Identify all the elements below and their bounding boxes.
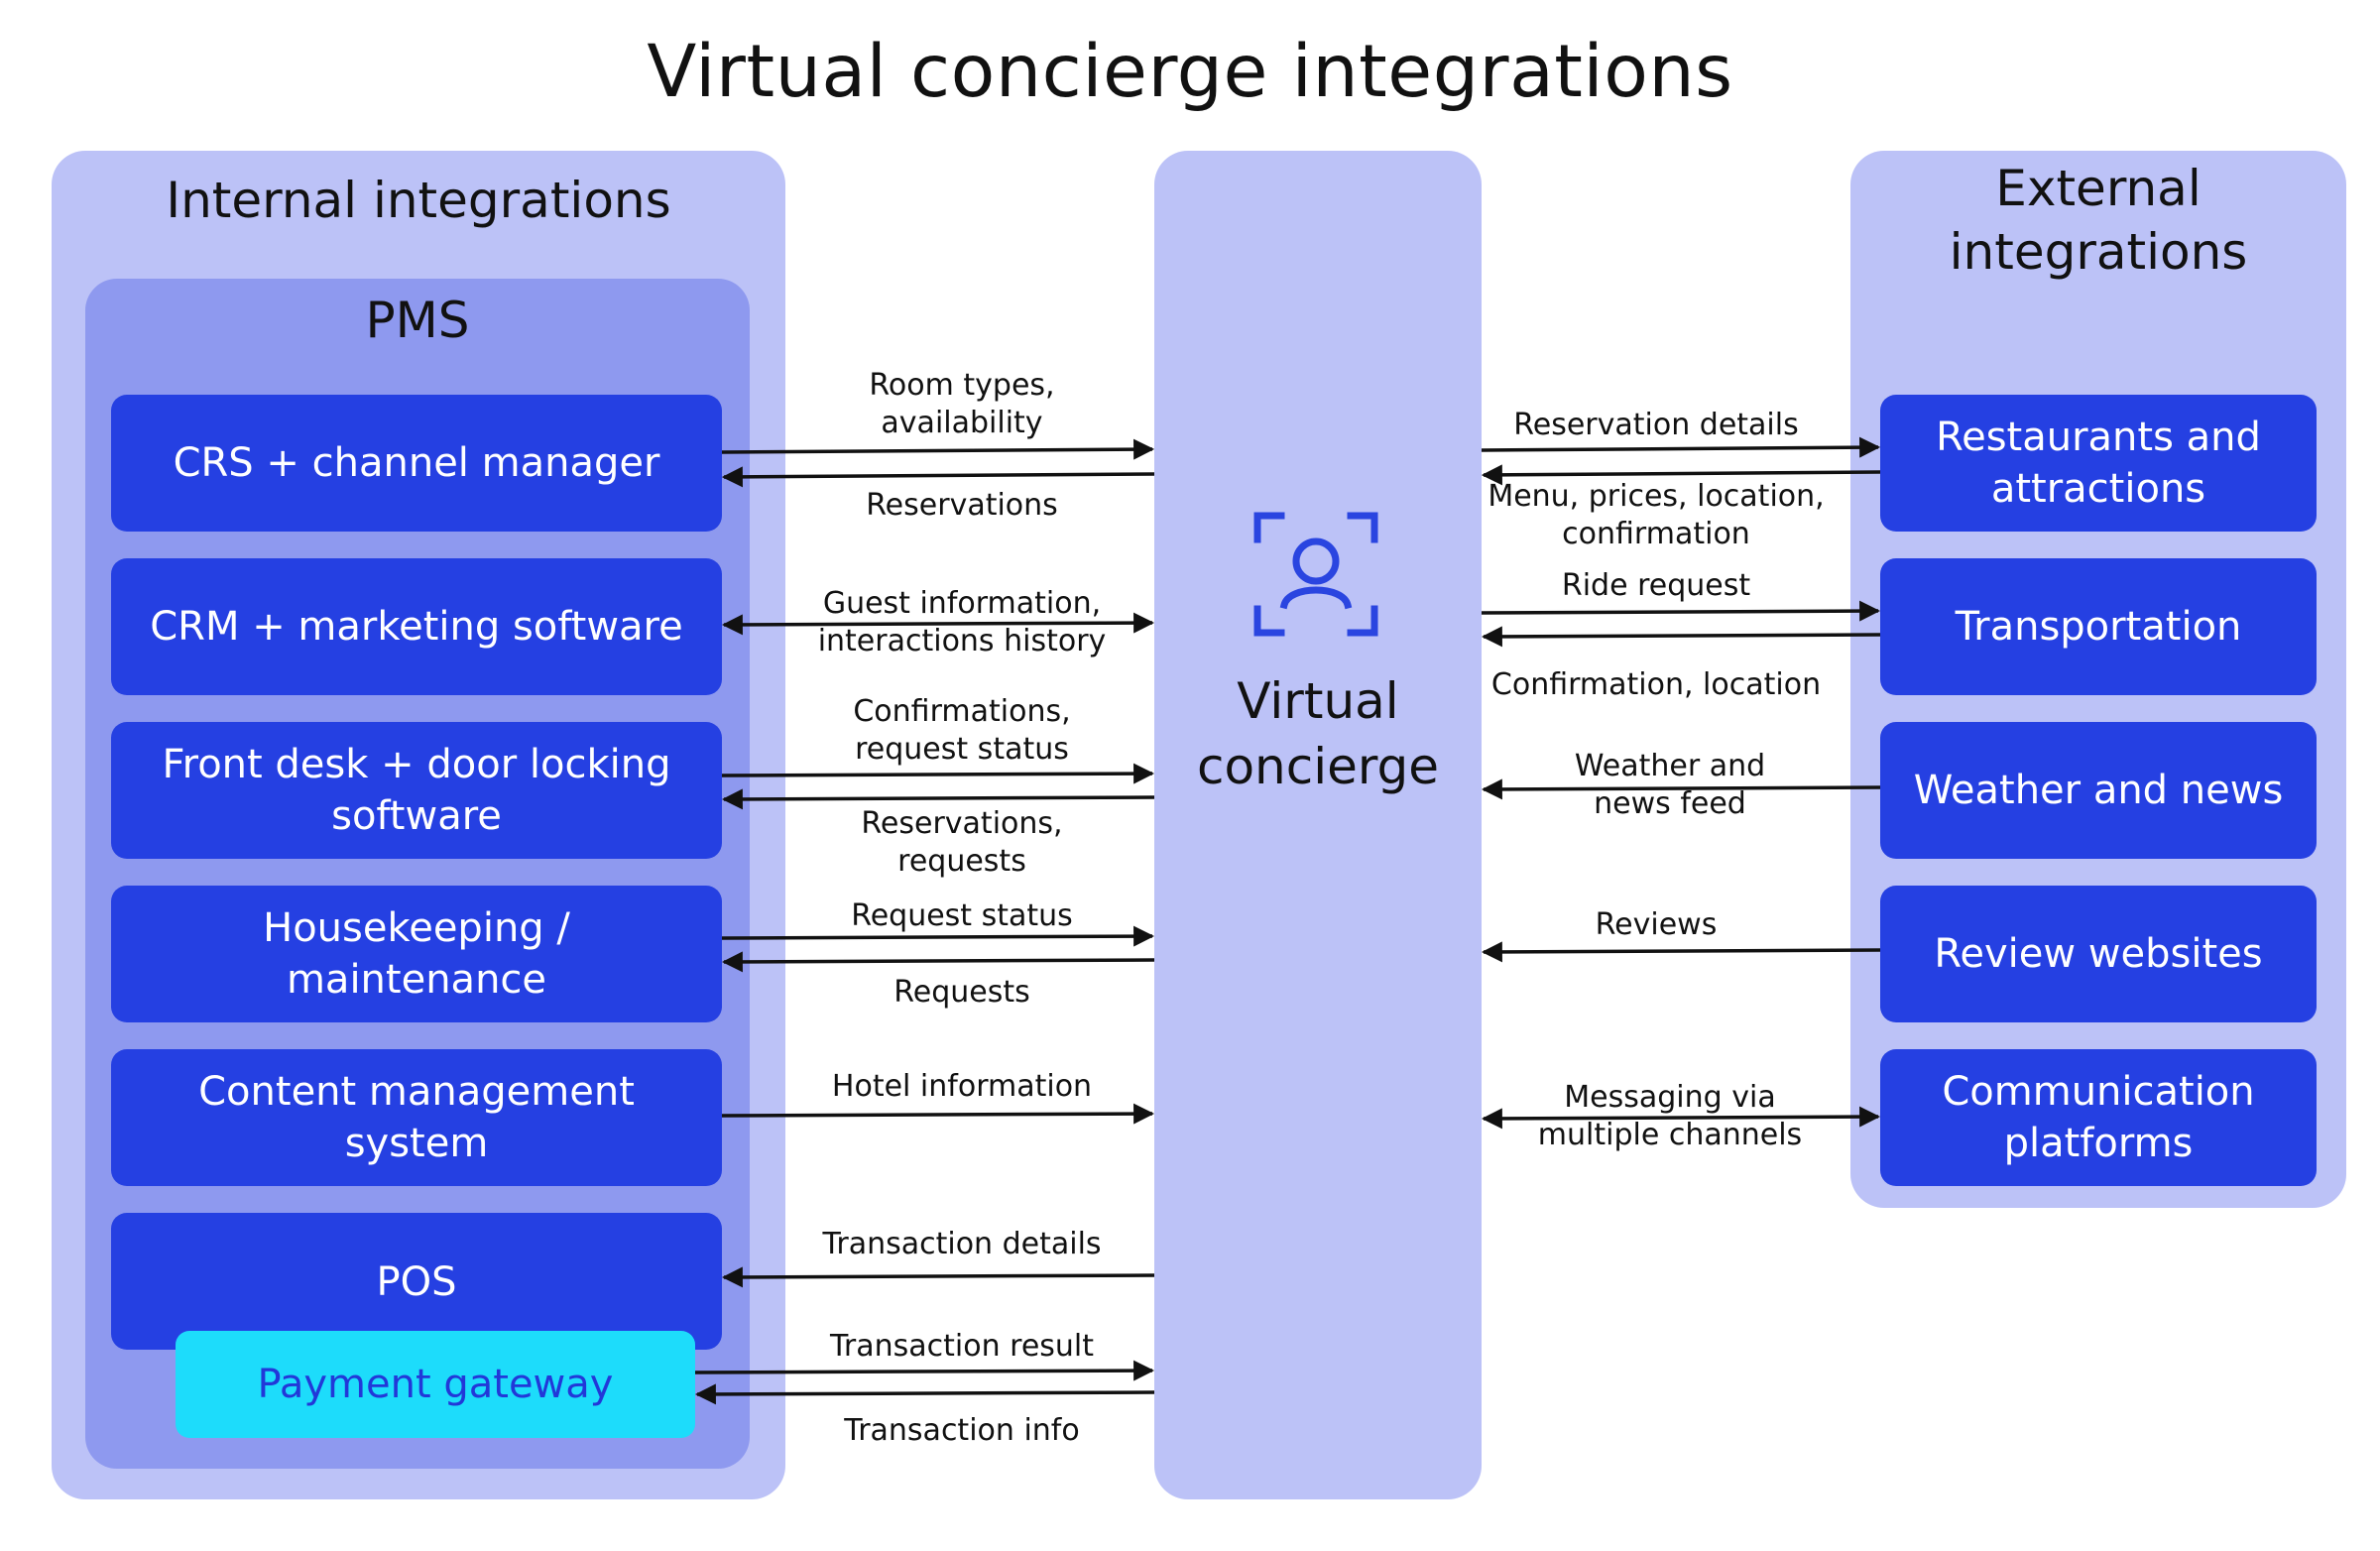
arrow-communication-both: [1481, 1106, 1881, 1130]
flow-label-request-status: Request status: [851, 898, 1073, 933]
flow-label-messaging: Messaging via multiple channels: [1537, 1080, 1803, 1152]
arrow-vc-to-frontdesk: [721, 788, 1155, 810]
arrow-frontdesk-to-vc: [721, 763, 1155, 784]
arrow-vc-to-housekeeping: [721, 951, 1155, 973]
arrow-vc-to-pos: [721, 1266, 1155, 1288]
arrow-transportation-to-vc: [1481, 626, 1881, 648]
housekeeping-box: Housekeeping / maintenance: [111, 886, 722, 1022]
flow-label-reviews: Reviews: [1595, 907, 1718, 942]
internal-integrations-title: Internal integrations: [166, 172, 671, 229]
flow-label-transaction-result: Transaction result: [829, 1329, 1095, 1364]
content-management-box: Content management system: [111, 1049, 722, 1186]
arrow-vc-to-transportation: [1481, 600, 1881, 622]
crm-marketing-box: CRM + marketing software: [111, 558, 722, 695]
flow-label-confirmations: Confirmations, request status: [853, 694, 1071, 767]
user-focus-icon: [1253, 512, 1378, 637]
front-desk-box: Front desk + door locking software: [111, 722, 722, 859]
arrow-cms-to-vc: [721, 1103, 1155, 1125]
arrow-crm-both: [721, 612, 1155, 636]
payment-gateway-box: Payment gateway: [176, 1331, 695, 1438]
external-integrations-title: External integrations: [1949, 160, 2248, 281]
flow-label-confirmation-location: Confirmation, location: [1490, 667, 1822, 702]
arrow-housekeeping-to-vc: [721, 925, 1155, 947]
arrow-vc-to-crs: [721, 466, 1155, 488]
flow-label-guest-information: Guest information, interactions history: [817, 586, 1107, 658]
arrow-vc-to-restaurants: [1481, 436, 1881, 458]
flow-label-weather-news-feed: Weather and news feed: [1574, 749, 1766, 821]
arrow-gateway-to-vc: [694, 1360, 1155, 1381]
virtual-concierge-panel: [1154, 151, 1482, 1499]
crs-channel-manager-box: CRS + channel manager: [111, 395, 722, 532]
pos-box: POS: [111, 1213, 722, 1350]
diagram-title: Virtual concierge integrations: [647, 30, 1733, 114]
arrow-reviews-to-vc: [1481, 941, 1881, 963]
pms-title: PMS: [365, 292, 470, 349]
flow-label-reservations: Reservations: [866, 488, 1058, 523]
arrow-weather-to-vc: [1481, 778, 1881, 800]
flow-label-ride-request: Ride request: [1561, 568, 1751, 603]
communication-platforms-box: Communication platforms: [1880, 1049, 2317, 1186]
flow-label-menu-prices: Menu, prices, location, confirmation: [1488, 479, 1825, 551]
weather-news-box: Weather and news: [1880, 722, 2317, 859]
review-websites-box: Review websites: [1880, 886, 2317, 1022]
arrow-crs-to-vc: [721, 438, 1155, 460]
virtual-concierge-label: Virtual concierge: [1196, 672, 1440, 795]
transportation-box: Transportation: [1880, 558, 2317, 695]
flow-label-transaction-info: Transaction info: [844, 1413, 1080, 1448]
flow-label-requests: Requests: [893, 975, 1030, 1010]
arrow-vc-to-gateway: [694, 1383, 1155, 1405]
flow-label-reservations-requests: Reservations, requests: [861, 806, 1063, 879]
flow-label-reservation-details: Reservation details: [1513, 408, 1799, 442]
restaurants-attractions-box: Restaurants and attractions: [1880, 395, 2317, 532]
arrow-restaurants-to-vc: [1481, 464, 1881, 486]
flow-label-hotel-information: Hotel information: [831, 1069, 1093, 1104]
flow-label-transaction-details: Transaction details: [822, 1227, 1102, 1261]
flow-label-room-types: Room types, availability: [869, 368, 1055, 440]
